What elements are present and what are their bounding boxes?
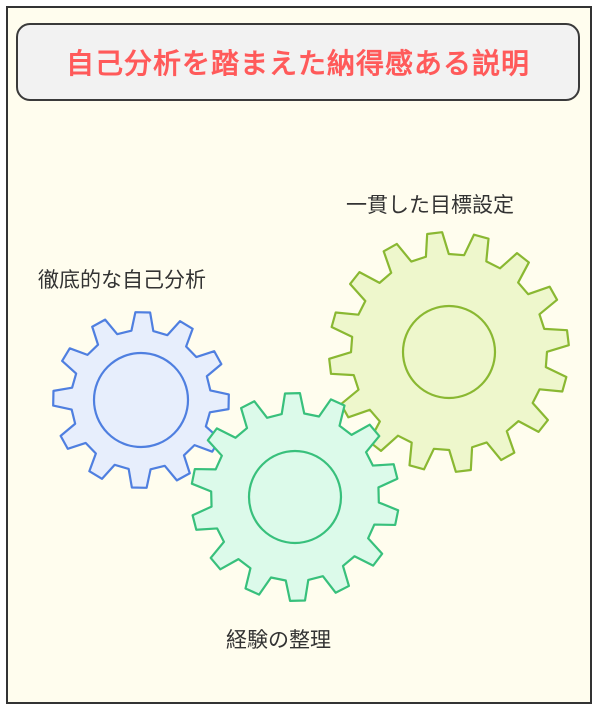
title-box: 自己分析を踏まえた納得感ある説明 [16, 23, 580, 101]
gear-consistent-goal [328, 231, 570, 473]
gear-experience [190, 392, 400, 602]
gear-experience-hub [247, 449, 343, 545]
gear-self-analysis [52, 311, 230, 489]
diagram-title: 自己分析を踏まえた納得感ある説明 [65, 47, 530, 80]
label-consistent-goal: 一貫した目標設定 [346, 193, 514, 217]
gear-self-analysis-body [52, 311, 230, 489]
label-experience: 経験の整理 [226, 628, 331, 652]
label-self-analysis: 徹底的な自己分析 [38, 268, 206, 292]
gear-consistent-goal-body [328, 231, 570, 473]
gear-consistent-goal-hub [401, 304, 497, 400]
gear-self-analysis-hub [92, 351, 190, 449]
gear-experience-body [190, 392, 400, 602]
